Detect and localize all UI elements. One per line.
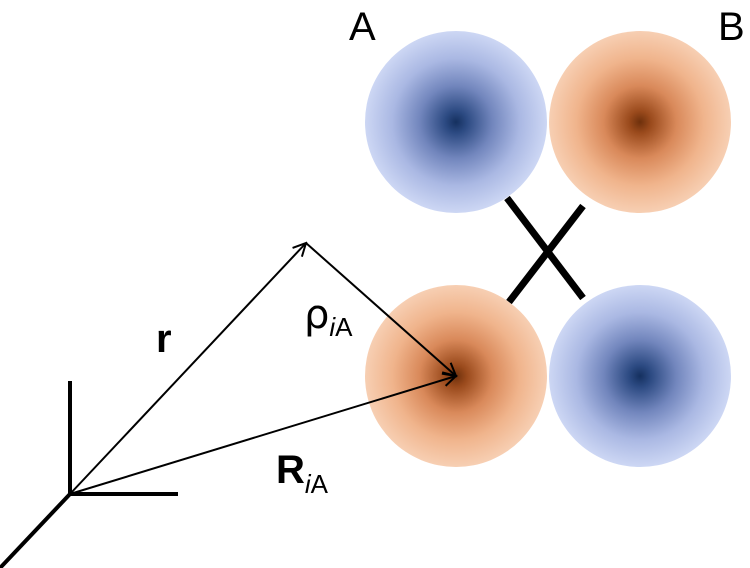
orbital-top-right	[549, 31, 731, 213]
label-rho: ρiA	[304, 292, 353, 342]
R-symbol: R	[276, 448, 305, 492]
axis-diagonal	[0, 492, 72, 568]
rho-subscript-i: i	[329, 312, 336, 342]
orbital-bottom-right	[549, 285, 731, 467]
orbital-top-left	[365, 31, 547, 213]
bond-line-2	[506, 203, 586, 305]
R-subscript-i: i	[305, 469, 312, 499]
vector-rho	[305, 242, 456, 376]
rho-subscript-a: A	[335, 312, 353, 342]
label-atom-a: A	[349, 5, 376, 49]
label-R: RiA	[276, 448, 329, 499]
vector-r	[69, 243, 306, 495]
rho-symbol: ρ	[304, 292, 329, 338]
vector-R	[69, 376, 456, 495]
R-subscript-a: A	[311, 469, 329, 499]
bond-line-1	[504, 195, 586, 301]
label-r: r	[156, 317, 172, 361]
label-atom-b: B	[718, 5, 745, 49]
